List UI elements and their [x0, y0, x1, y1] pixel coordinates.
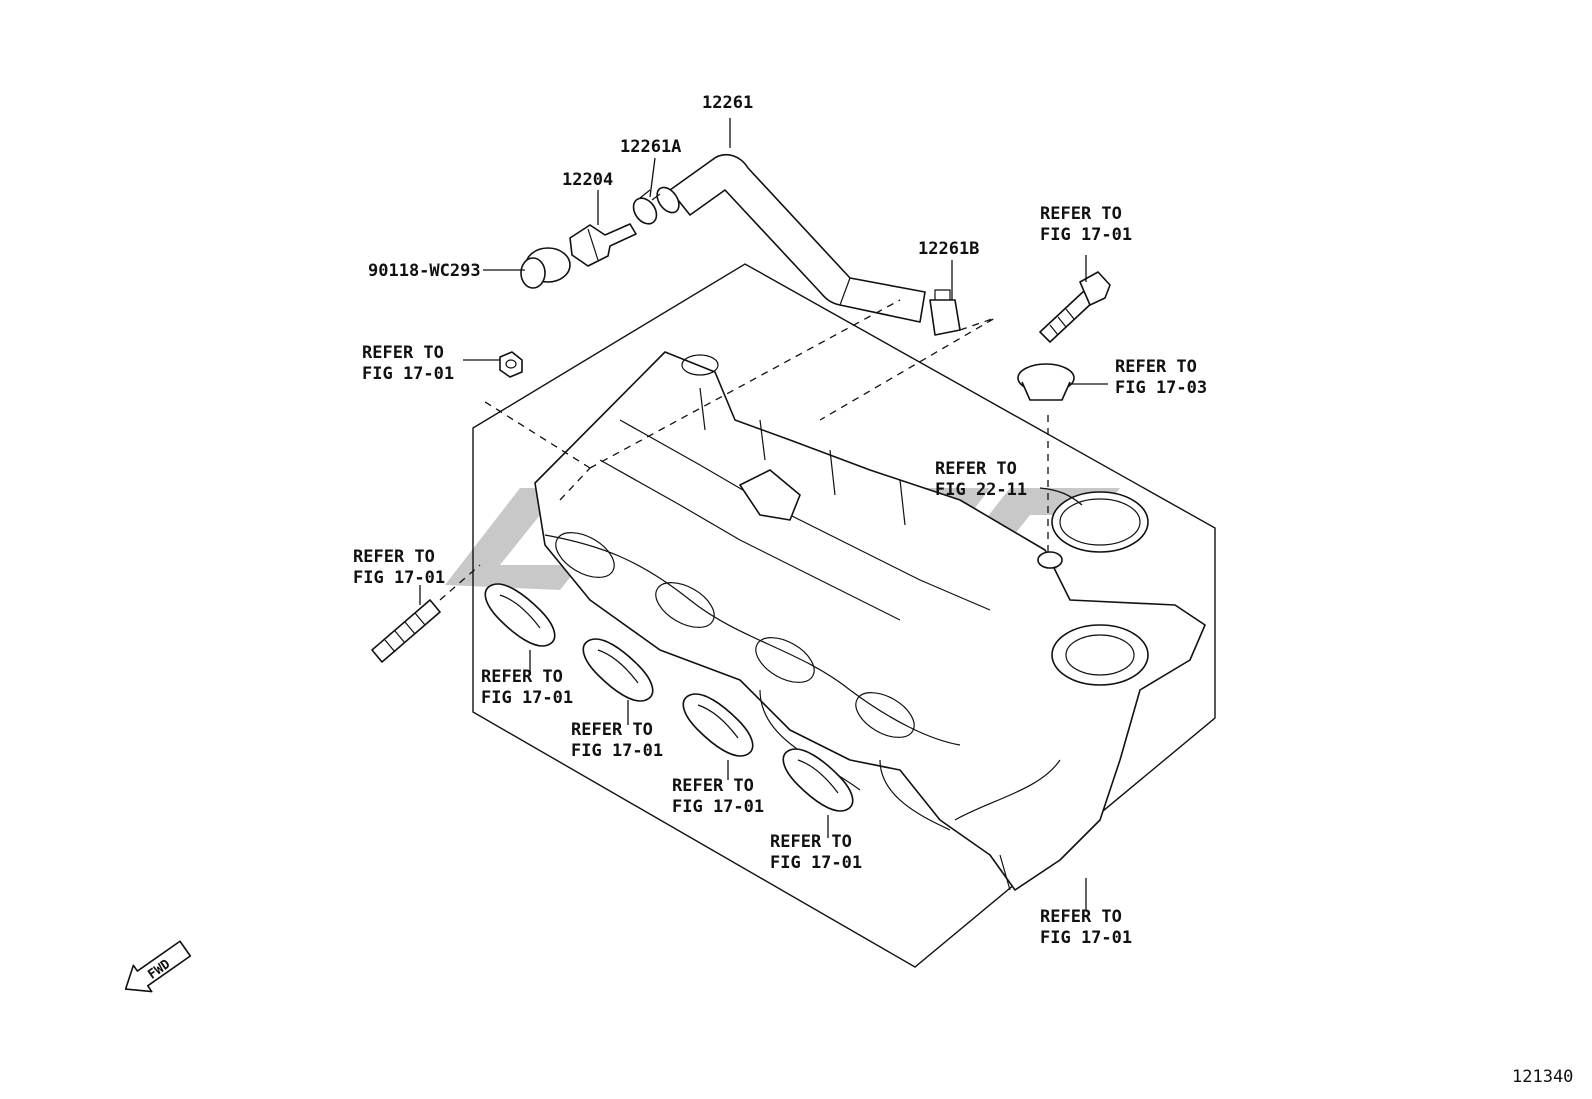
- throttle-gasket: [1051, 491, 1149, 553]
- label-clamp-a: 12261A: [620, 137, 681, 157]
- ref-throttle-gasket-line2: FIG 22-11: [935, 480, 1027, 500]
- pcv-hose: [656, 153, 926, 323]
- assembly-line: [481, 399, 591, 469]
- ref-gasket-1-line2: FIG 17-01: [481, 688, 573, 708]
- port-gasket-2: [582, 638, 654, 702]
- label-pcv-hose: 12261: [702, 93, 753, 113]
- ref-cap-line1: REFER TO: [1115, 357, 1197, 377]
- ref-gasket-3-line1: REFER TO: [672, 776, 754, 796]
- intake-manifold: [534, 351, 1206, 891]
- grommet: [520, 247, 571, 289]
- label-grommet: 90118-WC293: [368, 261, 481, 281]
- ref-stud-line2: FIG 17-01: [353, 568, 445, 588]
- figure-number: 121340: [1512, 1067, 1573, 1087]
- ref-bolt-line2: FIG 17-01: [1040, 225, 1132, 245]
- port-gasket-1: [484, 583, 556, 647]
- port-gasket-3: [682, 693, 754, 757]
- ref-nut-line2: FIG 17-01: [362, 364, 454, 384]
- ref-gasket-2-line2: FIG 17-01: [571, 741, 663, 761]
- hose-clamp-b: [929, 289, 961, 336]
- cap: [1017, 363, 1075, 401]
- ref-gasket-4-line2: FIG 17-01: [770, 853, 862, 873]
- ref-gasket-3-line2: FIG 17-01: [672, 797, 764, 817]
- label-pcv-valve: 12204: [562, 170, 613, 190]
- bolt: [1039, 271, 1111, 343]
- ref-cap-line2: FIG 17-03: [1115, 378, 1207, 398]
- assembly-boundary: [472, 263, 1216, 968]
- hose-clamp-a: [632, 189, 661, 225]
- ref-manifold-line1: REFER TO: [1040, 907, 1122, 927]
- ref-nut-line1: REFER TO: [362, 343, 444, 363]
- ref-throttle-gasket-line1: REFER TO: [935, 459, 1017, 479]
- stud-bolt: [371, 599, 441, 663]
- ref-gasket-4-line1: REFER TO: [770, 832, 852, 852]
- label-clamp-b: 12261B: [918, 239, 979, 259]
- ref-bolt-line1: REFER TO: [1040, 204, 1122, 224]
- pcv-valve: [569, 223, 637, 267]
- ref-gasket-2-line1: REFER TO: [571, 720, 653, 740]
- ref-gasket-1-line1: REFER TO: [481, 667, 563, 687]
- ref-manifold-line2: FIG 17-01: [1040, 928, 1132, 948]
- nut: [499, 351, 523, 378]
- fwd-arrow-icon: FWD: [124, 940, 192, 993]
- port-gasket-4: [782, 748, 854, 812]
- ref-stud-line1: REFER TO: [353, 547, 435, 567]
